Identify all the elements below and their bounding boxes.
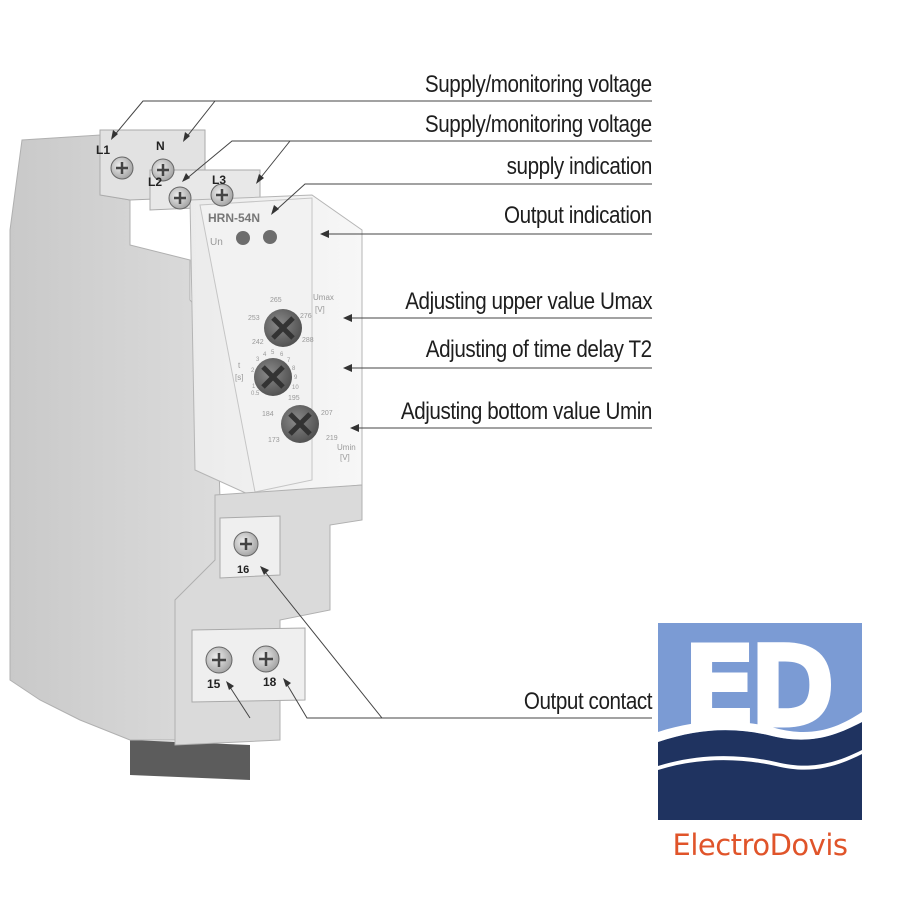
- logo-name: ElectroDovis: [672, 828, 848, 862]
- supply-led: [236, 231, 250, 245]
- logo-wave: [658, 712, 862, 742]
- terminal-screw: [252, 645, 280, 673]
- knob-slot-icon: [261, 365, 285, 389]
- umin-scale-173: 173: [268, 437, 280, 444]
- t2-scale-7: 7: [287, 358, 291, 364]
- arrow-icon: [182, 173, 190, 182]
- t2-scale-5: 5: [271, 350, 275, 356]
- arrow-icon: [183, 132, 190, 142]
- model-label: HRN-54N: [208, 211, 260, 225]
- arrow-icon: [343, 314, 352, 322]
- terminal-screw: [151, 158, 175, 182]
- umin-scale-184: 184: [262, 411, 274, 418]
- callout-supply-indication: supply indication: [506, 153, 653, 180]
- leader-supply-1: [112, 100, 652, 138]
- arrow-icon: [343, 364, 352, 372]
- terminal-label-l2: L2: [148, 175, 162, 189]
- relay-device: L1 N L2 L3 16 15 18 HRN-54N Un Umax [V] …: [9, 129, 363, 780]
- t2-label: t: [238, 361, 241, 370]
- leader-supply-ind: [273, 183, 652, 213]
- t2-scale-8: 8: [292, 366, 296, 372]
- umin-dial[interactable]: [281, 405, 319, 443]
- callout-supply-voltage-1: Supply/monitoring voltage: [425, 71, 652, 98]
- callout-time-delay: Adjusting of time delay T2: [426, 336, 652, 363]
- umax-scale-276: 276: [300, 313, 312, 320]
- knob-slot-icon: [288, 412, 312, 436]
- umax-scale-253: 253: [248, 315, 260, 322]
- umax-scale-265: 265: [270, 297, 282, 304]
- terminal-label-l1: L1: [96, 143, 110, 157]
- t2-unit: [s]: [235, 373, 243, 382]
- umin-label: Umin: [337, 443, 356, 452]
- logo-monogram: ED: [687, 628, 834, 747]
- umin-scale-219: 219: [326, 435, 338, 442]
- terminal-screw: [233, 531, 259, 557]
- terminal-label-l3: L3: [212, 173, 226, 187]
- leader-output-15: [284, 680, 382, 719]
- callout-umax: Adjusting upper value Umax: [405, 288, 652, 315]
- logo-sea: [658, 722, 862, 820]
- umax-scale-288: 288: [302, 337, 314, 344]
- leader-arrowheads: [111, 130, 359, 690]
- t2-scale-2: 2: [251, 368, 255, 374]
- terminal-screw: [168, 186, 192, 210]
- terminal-screw: [205, 646, 233, 674]
- terminal-label-18: 18: [263, 675, 277, 689]
- t2-scale-3: 3: [256, 357, 260, 363]
- umin-scale-207: 207: [321, 410, 333, 417]
- logo-wave-thin: [658, 750, 862, 770]
- terminal-label-n: N: [156, 139, 165, 153]
- t2-scale-6: 6: [280, 352, 284, 358]
- umin-unit: [V]: [340, 453, 350, 462]
- umax-dial[interactable]: [264, 309, 302, 347]
- t2-scale-10: 10: [292, 385, 299, 391]
- leader-lines: [112, 100, 652, 719]
- led-label: Un: [210, 237, 223, 248]
- lower-terminal-15-18: [191, 627, 306, 703]
- t2-scale-4: 4: [263, 352, 267, 358]
- callout-supply-voltage-2: Supply/monitoring voltage: [425, 111, 652, 138]
- electrodovis-logo: ED: [658, 623, 862, 820]
- umax-unit: [V]: [315, 305, 325, 314]
- t2-scale-9: 9: [294, 375, 298, 381]
- arrow-icon: [350, 424, 359, 432]
- callout-output-contact: Output contact: [523, 688, 653, 715]
- terminal-screw: [210, 183, 234, 207]
- terminal-label-16: 16: [237, 564, 249, 576]
- leader-output-18: [227, 683, 251, 719]
- t2-dial[interactable]: [254, 358, 292, 396]
- arrow-icon: [256, 174, 264, 184]
- umax-scale-242: 242: [252, 339, 264, 346]
- umax-label: Umax: [313, 293, 334, 302]
- arrow-icon: [260, 566, 269, 575]
- leader-supply-1b: [184, 100, 216, 140]
- callout-output-indication: Output indication: [504, 202, 652, 229]
- arrow-icon: [226, 681, 234, 690]
- t2-scale-1: 1: [252, 384, 256, 390]
- leader-supply-2: [184, 140, 652, 181]
- knob-slot-icon: [271, 316, 295, 340]
- callout-umin: Adjusting bottom value Umin: [400, 398, 653, 425]
- din-base: [130, 740, 250, 780]
- arrow-icon: [111, 130, 118, 140]
- arrow-icon: [283, 678, 291, 687]
- terminal-label-15: 15: [207, 677, 221, 691]
- output-led: [263, 230, 277, 244]
- leader-supply-2b: [257, 140, 291, 182]
- t2-scale-05: 0.5: [251, 391, 260, 397]
- arrow-icon: [271, 205, 279, 215]
- arrow-icon: [320, 230, 329, 238]
- terminal-screw: [110, 156, 134, 180]
- umin-scale-195: 195: [288, 395, 300, 402]
